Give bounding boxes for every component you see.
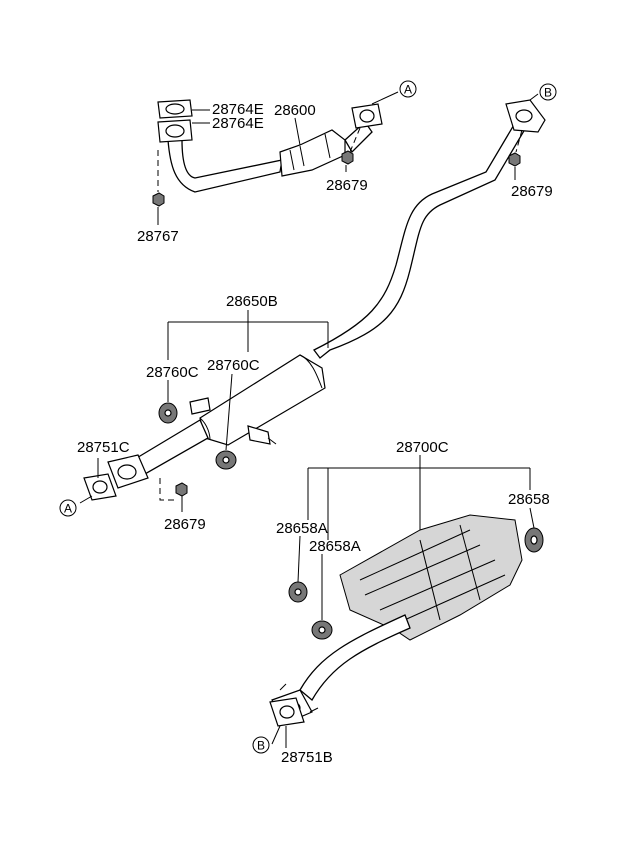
- hanger-28760c-left: [158, 402, 178, 424]
- label-28658a-2: 28658A: [309, 538, 361, 555]
- center-pipe-28650b: [107, 99, 546, 489]
- hanger-28658: [524, 527, 544, 553]
- gasket-28764e-lower: [157, 119, 193, 143]
- gasket-28764e-upper: [157, 99, 193, 119]
- front-pipe-28600: [167, 103, 383, 193]
- nut-28767: [152, 150, 165, 207]
- label-28679-right: 28679: [511, 183, 553, 200]
- label-28764e-2: 28764E: [212, 115, 264, 132]
- ref-letter-b-bottom: B: [257, 739, 265, 753]
- label-28751c: 28751C: [77, 439, 130, 456]
- label-28764e-1: 28764E: [212, 101, 264, 118]
- ref-circle-b-top: B: [539, 83, 557, 101]
- label-28751b: 28751B: [281, 749, 333, 766]
- ref-circle-a-left: A: [59, 499, 77, 517]
- ref-letter-a-top: A: [404, 83, 412, 97]
- gasket-28751b: [269, 697, 305, 727]
- hanger-28760c-right: [215, 450, 237, 470]
- label-28760c-2: 28760C: [207, 357, 260, 374]
- label-28658a-1: 28658A: [276, 520, 328, 537]
- hanger-28658a-right: [311, 620, 333, 640]
- label-28760c-1: 28760C: [146, 364, 199, 381]
- nut-28679-right: [508, 129, 523, 167]
- ref-letter-a-left: A: [64, 502, 72, 516]
- gasket-28751c: [83, 473, 117, 501]
- label-28658: 28658: [508, 491, 550, 508]
- label-28679-bottom: 28679: [164, 516, 206, 533]
- nut-28679-bottom: [159, 478, 188, 501]
- hanger-28658a-left: [288, 581, 308, 603]
- label-28600: 28600: [274, 102, 316, 119]
- label-28650b: 28650B: [226, 293, 278, 310]
- label-28679-top: 28679: [326, 177, 368, 194]
- leader-lines: [79, 91, 539, 748]
- label-28700c: 28700C: [396, 439, 449, 456]
- ref-circle-a-top: A: [399, 80, 417, 98]
- nut-28679-top: [341, 127, 361, 165]
- label-28767: 28767: [137, 228, 179, 245]
- ref-circle-b-bottom: B: [252, 736, 270, 754]
- ref-letter-b-top: B: [544, 86, 552, 100]
